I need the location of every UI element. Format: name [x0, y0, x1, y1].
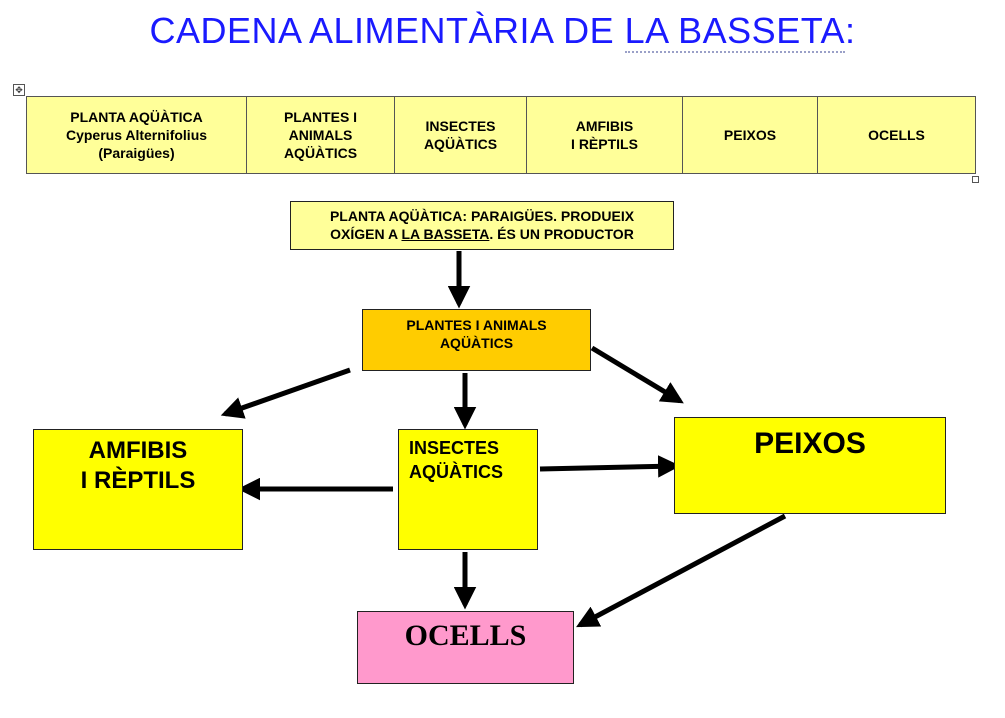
page-title: CADENA ALIMENTÀRIA DE LA BASSETA:: [0, 10, 1005, 53]
planta-line2-before: OXÍGEN A: [330, 226, 402, 242]
title-prefix: CADENA ALIMENTÀRIA DE: [149, 10, 625, 51]
box-planta-aquatica: PLANTA AQÜÀTICA: PARAIGÜES. PRODUEIX OXÍ…: [290, 201, 674, 250]
table-cell-plantes: PLANTES I ANIMALS AQÜÀTICS: [246, 96, 395, 174]
table-cell-insectes: INSECTES AQÜÀTICS: [394, 96, 527, 174]
planta-line1: PLANTA AQÜÀTICA: PARAIGÜES. PRODUEIX: [329, 208, 635, 224]
food-chain-table: PLANTA AQÜÀTICA Cyperus Alternifolius (P…: [26, 96, 976, 174]
table-move-handle-icon[interactable]: ✥: [13, 84, 25, 96]
title-suffix: :: [845, 10, 856, 51]
table-resize-handle[interactable]: [972, 176, 979, 183]
table-row: PLANTA AQÜÀTICA Cyperus Alternifolius (P…: [26, 96, 976, 174]
box-ocells: OCELLS: [357, 611, 574, 684]
table-cell-planta: PLANTA AQÜÀTICA Cyperus Alternifolius (P…: [26, 96, 247, 174]
title-underlined: LA BASSETA: [624, 10, 846, 53]
arrow-insectes-to-peixos: [539, 455, 681, 478]
arrow-plantes-to-amfibis: [220, 367, 351, 419]
box-amfibis-reptils: AMFIBIS I RÈPTILS: [33, 429, 243, 550]
box-peixos: PEIXOS: [674, 417, 946, 514]
box-insectes-aquatics: INSECTES AQÜÀTICS: [398, 429, 538, 550]
planta-line2-underlined: LA BASSETA: [401, 226, 490, 242]
planta-line2-after: . ÉS UN PRODUCTOR: [489, 226, 634, 242]
arrow-peixos-to-ocells: [576, 513, 787, 628]
box-plantes-animals: PLANTES I ANIMALS AQÜÀTICS: [362, 309, 591, 371]
table-cell-amfibis: AMFIBIS I RÈPTILS: [526, 96, 683, 174]
table-cell-ocells: OCELLS: [817, 96, 976, 174]
table-cell-peixos: PEIXOS: [682, 96, 818, 174]
arrow-plantes-to-peixos: [590, 345, 684, 404]
